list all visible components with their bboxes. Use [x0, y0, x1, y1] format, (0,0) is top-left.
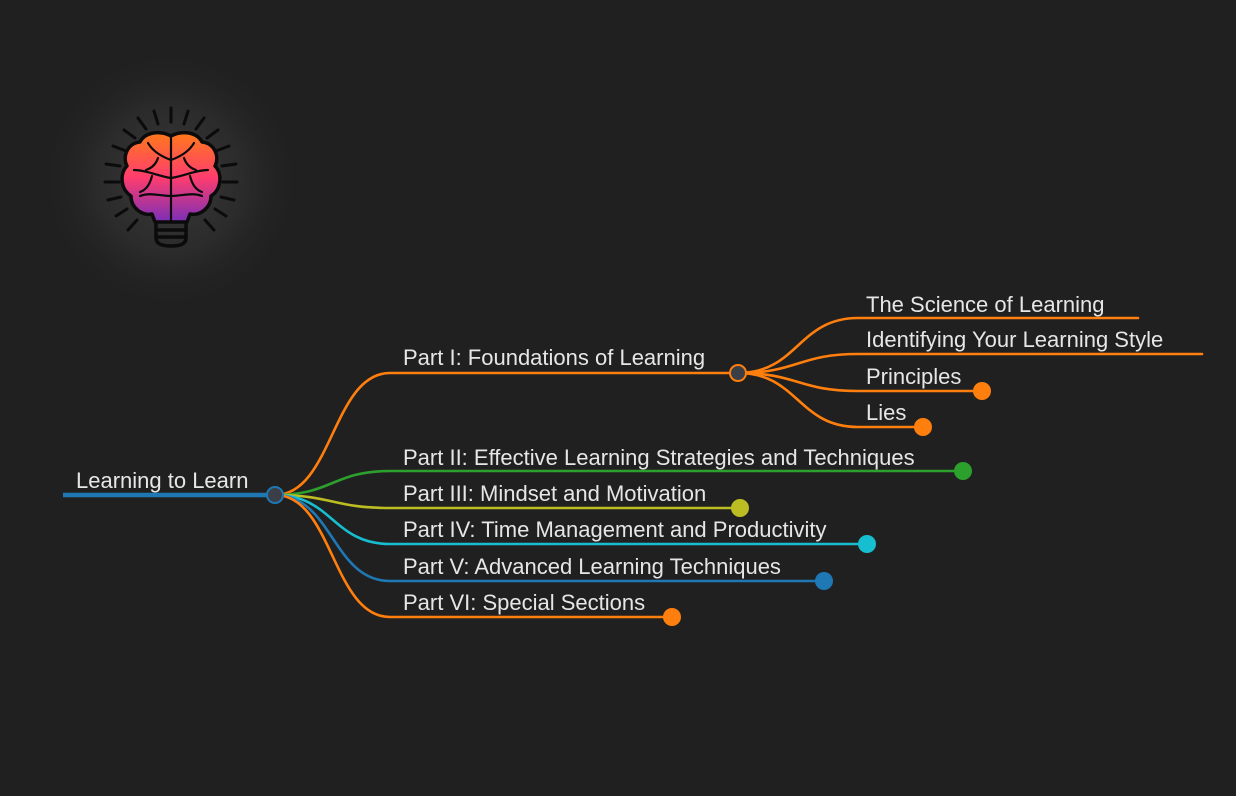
leaf-node-dot[interactable]	[914, 418, 932, 436]
part-label-3[interactable]: Part III: Mindset and Motivation	[403, 481, 706, 506]
expanded-node-hub[interactable]	[729, 364, 747, 382]
subtopic-label-3[interactable]: Principles	[866, 364, 961, 389]
collapsed-node-dot[interactable]	[731, 499, 749, 517]
branch-line-part-1	[273, 371, 740, 497]
sub-branch-line-2	[736, 352, 1204, 375]
part-label-4[interactable]: Part IV: Time Management and Productivit…	[403, 517, 827, 542]
sub-branch-line-4	[736, 371, 925, 429]
subtopic-label-2[interactable]: Identifying Your Learning Style	[866, 327, 1163, 352]
sub-branch-line-3	[736, 371, 984, 393]
node-dots	[266, 364, 991, 626]
branch-line-part-5	[273, 493, 826, 583]
part-label-5[interactable]: Part V: Advanced Learning Techniques	[403, 554, 781, 579]
subtopic-label-4[interactable]: Lies	[866, 400, 906, 425]
part-label-6[interactable]: Part VI: Special Sections	[403, 590, 645, 615]
part-label-2[interactable]: Part II: Effective Learning Strategies a…	[403, 445, 915, 470]
lightbulb-brain-icon	[36, 45, 306, 315]
collapsed-node-dot[interactable]	[663, 608, 681, 626]
branch-line-part-6	[273, 493, 674, 619]
subtopic-label-1[interactable]: The Science of Learning	[866, 292, 1105, 317]
branch-line-part-2	[273, 469, 965, 497]
part-label-1[interactable]: Part I: Foundations of Learning	[403, 345, 705, 370]
collapsed-node-dot[interactable]	[815, 572, 833, 590]
sub-branch-line-1	[736, 316, 1140, 375]
collapsed-node-dot[interactable]	[954, 462, 972, 480]
root-node-label[interactable]: Learning to Learn	[76, 468, 248, 493]
collapsed-node-dot[interactable]	[858, 535, 876, 553]
connector-lines	[63, 316, 1204, 619]
branch-line-part-4	[273, 493, 869, 546]
root-node-hub[interactable]	[266, 486, 284, 504]
branch-line-part-3	[273, 493, 742, 510]
leaf-node-dot[interactable]	[973, 382, 991, 400]
